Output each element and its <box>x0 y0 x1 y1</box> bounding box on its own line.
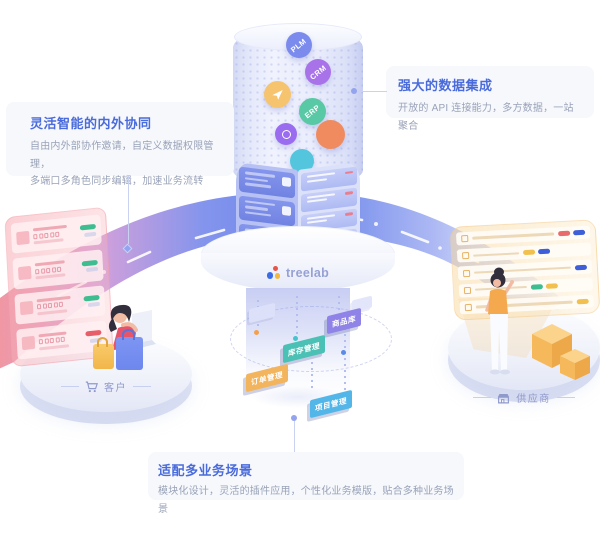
chat-icon <box>281 129 291 139</box>
callout-desc: 开放的 API 连接能力，多方数据，一站聚合 <box>398 103 574 132</box>
bubble-label: PLM <box>289 36 309 54</box>
cart-icon <box>85 381 98 392</box>
treelab-logo: treelab <box>266 266 330 280</box>
server-row <box>239 166 295 198</box>
teal-node-dot <box>293 336 298 341</box>
callout-scenarios: 适配多业务场景 模块化设计，灵活的插件应用，个性化业务模版，贴合多种业务场景 <box>148 452 464 515</box>
board-row <box>455 225 591 246</box>
callout-title: 灵活智能的内外协同 <box>30 116 152 131</box>
integration-connector-line <box>357 90 387 92</box>
scenarios-connector-line <box>293 421 295 452</box>
callout-title: 适配多业务场景 <box>158 463 253 478</box>
label-dash <box>473 397 492 398</box>
callout-integration: 强大的数据集成 开放的 API 连接能力，多方数据，一站聚合 <box>386 66 594 132</box>
label-dash <box>61 386 79 387</box>
row-thumbnail <box>21 336 36 351</box>
table-row <box>10 214 102 254</box>
collab-connector-line <box>128 176 129 244</box>
integration-connector-dot <box>351 88 357 94</box>
label-dash <box>133 386 151 387</box>
dotted-line <box>338 296 340 310</box>
treelab-logo-icon <box>266 266 281 280</box>
table-row <box>12 249 104 290</box>
bubble-label: CRM <box>308 62 328 82</box>
callout-desc-line2: 多端口多角色同步编辑，加速业务流转 <box>30 176 204 187</box>
customer-label-text: 客户 <box>104 383 127 394</box>
dotted-line <box>344 328 346 390</box>
supplier-platform-label: 供应商 <box>448 390 600 405</box>
callout-title: 强大的数据集成 <box>398 78 493 93</box>
row-thumbnail <box>16 230 30 245</box>
system-bubble-crm: CRM <box>305 59 331 85</box>
blue-node-dot <box>341 350 346 355</box>
dotted-line <box>311 362 313 392</box>
shopping-bag-yellow <box>93 337 114 369</box>
callout-desc-line1: 自由内外部协作邀请，自定义数据权限管理， <box>30 141 214 170</box>
board-row <box>456 242 592 263</box>
system-bubble-chat <box>275 123 297 145</box>
bubble-label: ERP <box>303 102 322 121</box>
row-thumbnail <box>17 265 32 281</box>
callout-desc: 模块化设计，灵活的插件应用，个性化业务模版，贴合多种业务场景 <box>158 486 454 515</box>
store-icon <box>498 393 510 403</box>
customer-platform-label: 客户 <box>20 379 192 394</box>
supplier-label-text: 供应商 <box>516 394 551 405</box>
supplier-board-panel <box>449 219 600 321</box>
server-row <box>301 187 357 212</box>
system-bubble-send <box>264 81 291 108</box>
system-bubble-erp: ERP <box>299 98 326 125</box>
logo-text: treelab <box>285 266 330 280</box>
system-bubble-plm: PLM <box>286 32 312 58</box>
server-row <box>239 195 295 227</box>
callout-collaboration: 灵活智能的内外协同 自由内外部协作邀请，自定义数据权限管理， 多端口多角色同步编… <box>6 102 234 187</box>
shopping-bag-blue <box>116 329 143 370</box>
dotted-line <box>296 296 298 336</box>
row-thumbnail <box>19 300 34 316</box>
system-bubble-orange <box>316 120 345 149</box>
orange-node-dot <box>254 330 259 335</box>
supplier-figure <box>485 267 514 375</box>
paper-plane-icon <box>272 89 283 100</box>
scenarios-connector-dot <box>291 415 297 421</box>
label-dash <box>556 397 575 398</box>
glass-data-cylinder: PLM CRM ERP <box>233 23 363 182</box>
cargo-boxes <box>532 324 590 380</box>
